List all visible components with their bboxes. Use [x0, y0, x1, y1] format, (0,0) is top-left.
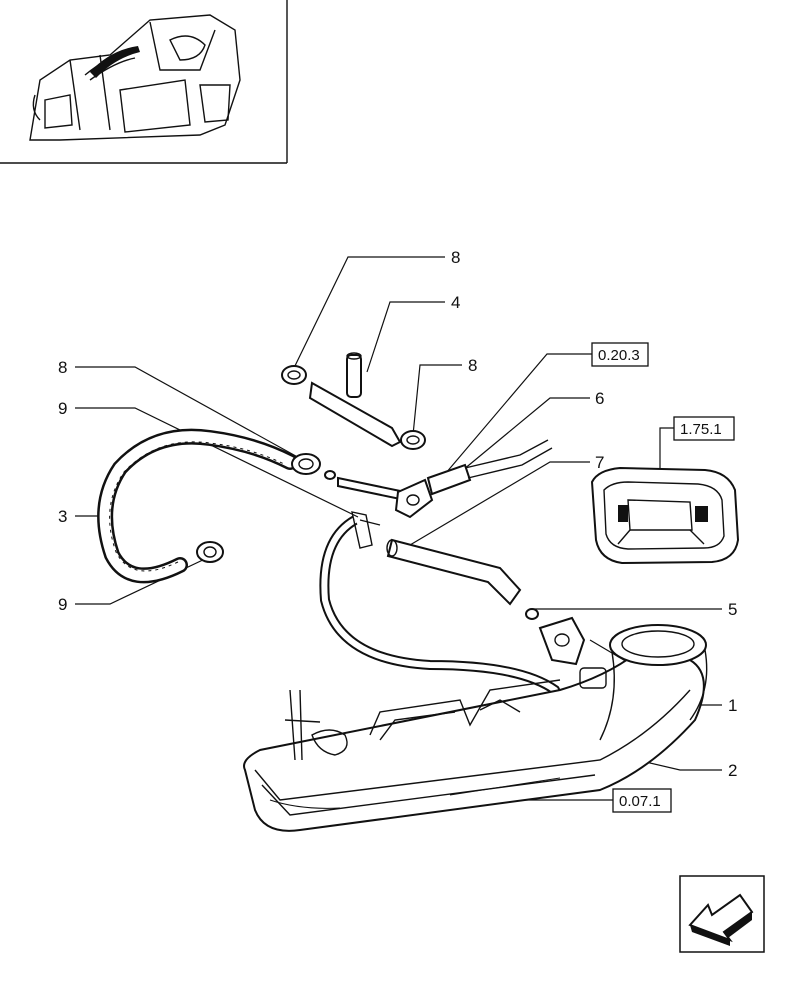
callout-1: 1	[728, 696, 737, 715]
washer-part	[324, 470, 336, 480]
reference-label-0.20.3: 0.20.3	[598, 347, 640, 364]
t-pipe-part-4	[308, 352, 402, 448]
reference-label-0.07.1: 0.07.1	[619, 793, 661, 810]
engine-location-thumbnail-icon	[0, 0, 288, 164]
fitting-part-1	[538, 616, 586, 666]
callout-5: 5	[728, 600, 737, 619]
cover-part-1.75.1	[590, 466, 740, 565]
clamp-part-8-top	[281, 365, 307, 385]
callout-9-bottom: 9	[58, 595, 67, 614]
callout-8-top: 8	[451, 248, 460, 267]
callout-3: 3	[58, 507, 67, 526]
reference-box-1.75.1[interactable]: 1.75.1	[673, 416, 735, 441]
reference-box-0.07.1[interactable]: 0.07.1	[612, 788, 672, 813]
hose-bracket	[351, 511, 381, 549]
reference-box-0.20.3[interactable]: 0.20.3	[591, 342, 649, 367]
callout-9-top: 9	[58, 399, 67, 418]
callout-labels: 8 4 8 8 9 3 9 6 7 5 1 2	[58, 248, 737, 780]
clamp-part-9-bottom	[196, 541, 224, 563]
pipe-union-part-6	[337, 439, 553, 519]
leader-lines	[75, 256, 722, 801]
callout-2: 2	[728, 761, 737, 780]
hose-part-3	[97, 428, 298, 584]
clamp-part-8-right	[400, 430, 426, 450]
callout-7: 7	[595, 453, 604, 472]
silencer-body	[243, 624, 708, 832]
callout-6: 6	[595, 389, 604, 408]
tube-part-7	[386, 538, 522, 606]
clamp-part-8-left	[291, 453, 321, 475]
ring-part-5	[525, 608, 539, 620]
callout-8-right: 8	[468, 356, 477, 375]
callout-4: 4	[451, 293, 460, 312]
previous-page-arrow-icon[interactable]	[679, 875, 765, 953]
reference-label-1.75.1: 1.75.1	[680, 421, 722, 438]
callout-8-left: 8	[58, 358, 67, 377]
